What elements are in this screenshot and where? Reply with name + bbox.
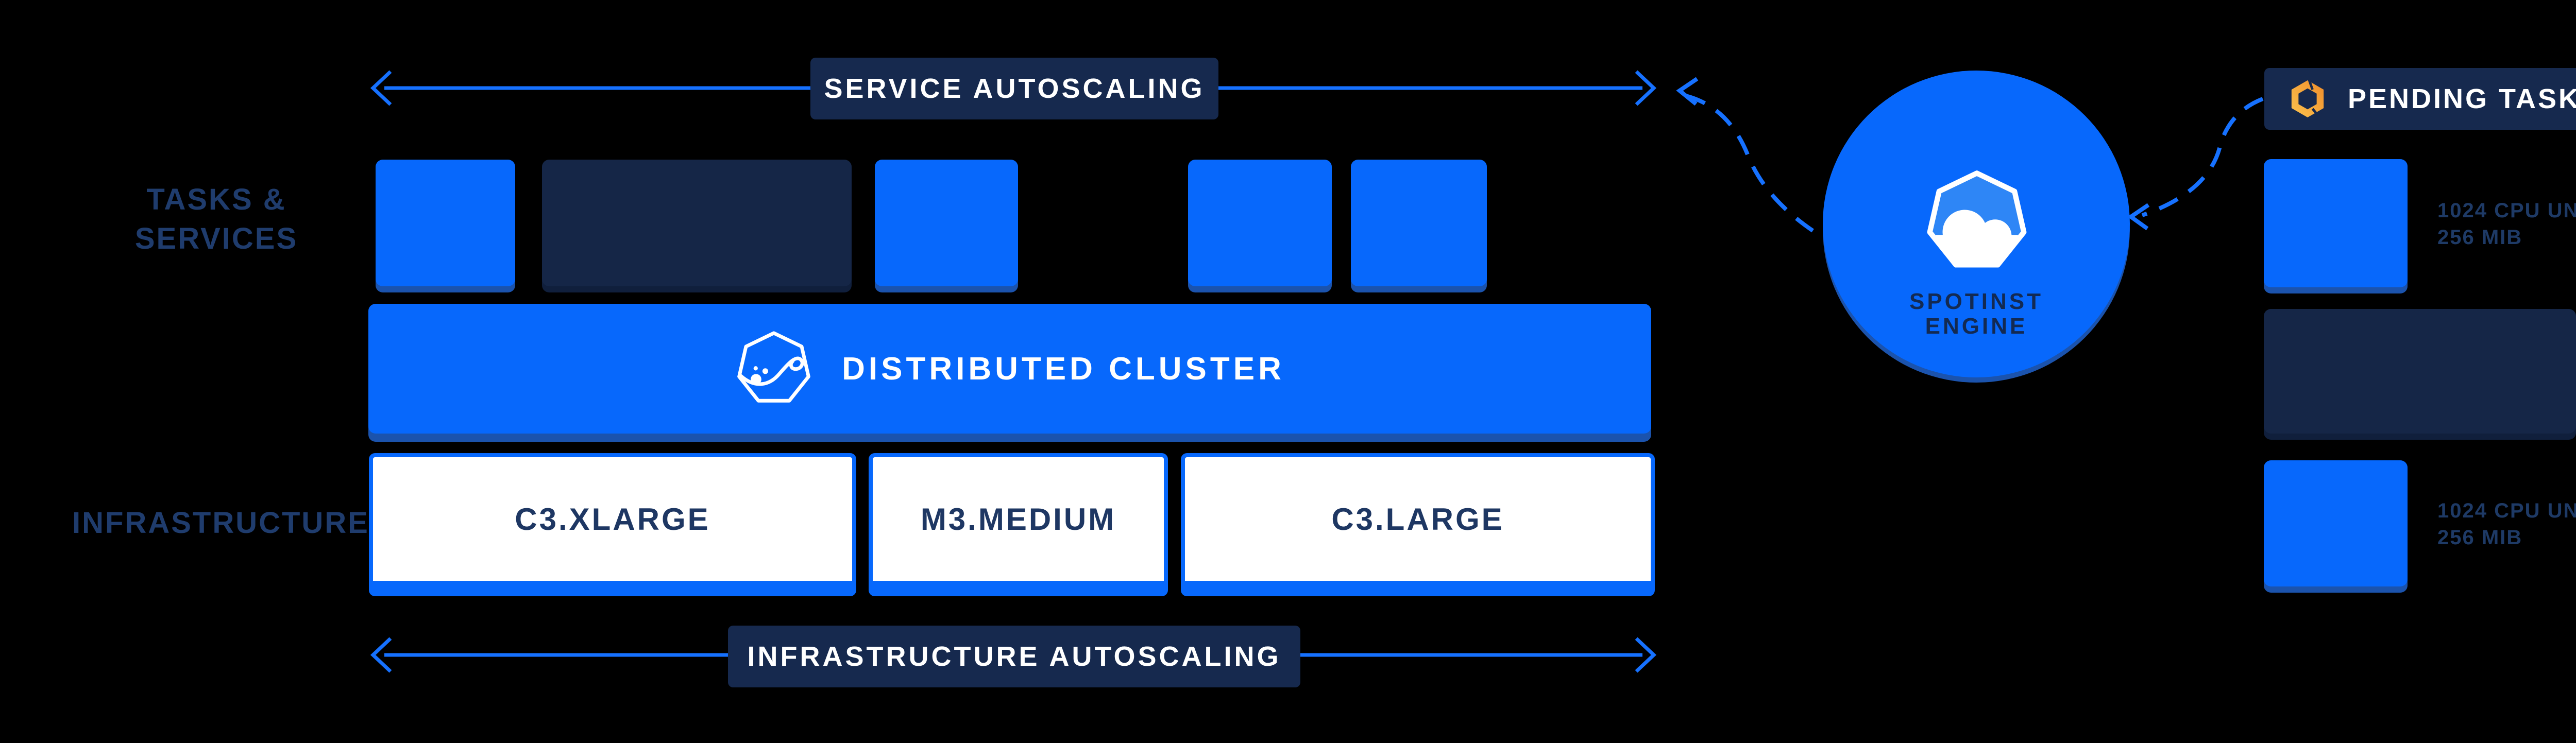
- pending-to-engine-dashed-arrow: [2127, 97, 2264, 231]
- task-box: [1188, 160, 1332, 286]
- instance-box-m3-medium: M3.MEDIUM: [869, 453, 1168, 596]
- pending-task-box: [2264, 159, 2408, 287]
- memory-text: 256 MIB: [2437, 526, 2523, 549]
- infrastructure-autoscaling-label: INFRASTRUCTURE AUTOSCALING: [728, 626, 1300, 687]
- pending-tasks-text: PENDING TASKS: [2348, 83, 2576, 114]
- spotinst-engine-circle: SPOTINST ENGINE: [1823, 71, 2130, 377]
- task-box: [542, 160, 852, 286]
- distributed-cluster-label: DISTRIBUTED CLUSTER: [842, 351, 1285, 387]
- engine-label-line2: ENGINE: [1925, 314, 2028, 339]
- service-autoscaling-text: SERVICE AUTOSCALING: [824, 73, 1205, 104]
- cpu-units-text: 1024 CPU UNITS: [2437, 199, 2576, 222]
- cpu-units-text: 1024 CPU UNITS: [2437, 499, 2576, 522]
- task-box: [376, 160, 515, 286]
- arrow-right-icon: [1635, 637, 1657, 673]
- instance-box-c3-xlarge: C3.XLARGE: [369, 453, 856, 596]
- hexagon-ring-icon: [2291, 78, 2324, 117]
- pending-task-box: [2264, 309, 2576, 434]
- arrow-right-icon: [1635, 70, 1657, 106]
- service-autoscaling-label: SERVICE AUTOSCALING: [810, 58, 1218, 119]
- instance-label: C3.LARGE: [1331, 502, 1504, 537]
- infrastructure-row-label: INFRASTRUCTURE: [72, 506, 369, 540]
- pending-task-box: [2264, 460, 2408, 586]
- pending-task-annotation: 1024 CPU UNITS 256 MIB: [2437, 497, 2576, 551]
- task-box: [1351, 160, 1487, 286]
- task-box: [875, 160, 1018, 286]
- arrow-left-icon: [370, 637, 392, 673]
- pending-task-annotation: 1024 CPU UNITS 256 MIB: [2437, 197, 2576, 251]
- engine-label-line1: SPOTINST: [1909, 289, 2044, 314]
- instance-label: C3.XLARGE: [515, 502, 710, 537]
- infrastructure-autoscaling-text: INFRASTRUCTURE AUTOSCALING: [747, 641, 1281, 672]
- pending-tasks-label: PENDING TASKS: [2264, 68, 2576, 130]
- memory-text: 256 MIB: [2437, 226, 2523, 249]
- instance-label: M3.MEDIUM: [920, 502, 1116, 537]
- tasks-services-row-label: TASKS & SERVICES: [72, 180, 361, 258]
- arrow-left-icon: [370, 70, 392, 106]
- instance-box-c3-large: C3.LARGE: [1181, 453, 1655, 596]
- engine-to-service-dashed-arrow: [1676, 77, 1824, 239]
- ocean-wave-heptagon-icon: [737, 331, 810, 403]
- cloud-heptagon-icon: [1927, 170, 2027, 268]
- dashed-arrowhead-icon: [2127, 203, 2150, 231]
- distributed-cluster-bar: DISTRIBUTED CLUSTER: [368, 304, 1651, 434]
- tasks-label-line1: TASKS &: [146, 183, 286, 216]
- tasks-label-line2: SERVICES: [134, 222, 298, 255]
- dashed-arrowhead-icon: [1676, 77, 1699, 106]
